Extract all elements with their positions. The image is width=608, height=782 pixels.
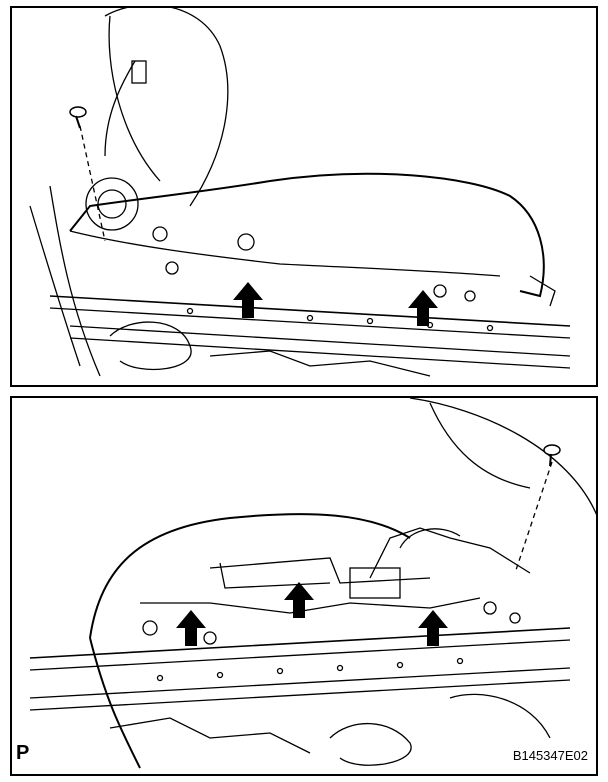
clip-icon (543, 444, 561, 467)
corner-mark: P (16, 742, 30, 764)
cushion-cover-outline (69, 172, 545, 298)
clip-leader-line (514, 461, 553, 574)
panel-bottom-diagram (10, 398, 598, 776)
figure-id: B145347E02 (512, 748, 588, 763)
seatback-outline (104, 6, 229, 207)
up-arrow-icon (176, 610, 206, 646)
panel-top-diagram (10, 6, 598, 385)
up-arrow-icon (233, 282, 263, 318)
cushion-cover-outline (89, 513, 411, 639)
clip-leader-line (79, 125, 106, 242)
seat-frame-rail (49, 295, 571, 327)
seatback-outline (409, 398, 598, 519)
clip-icon (69, 106, 87, 129)
top-illustration (29, 6, 571, 377)
up-arrow-icon (418, 610, 448, 646)
bottom-illustration (29, 398, 598, 769)
seat-frame-rail (29, 627, 571, 659)
up-arrow-icon (284, 582, 314, 618)
up-arrow-icon (408, 290, 438, 326)
panel-divider (10, 385, 598, 398)
